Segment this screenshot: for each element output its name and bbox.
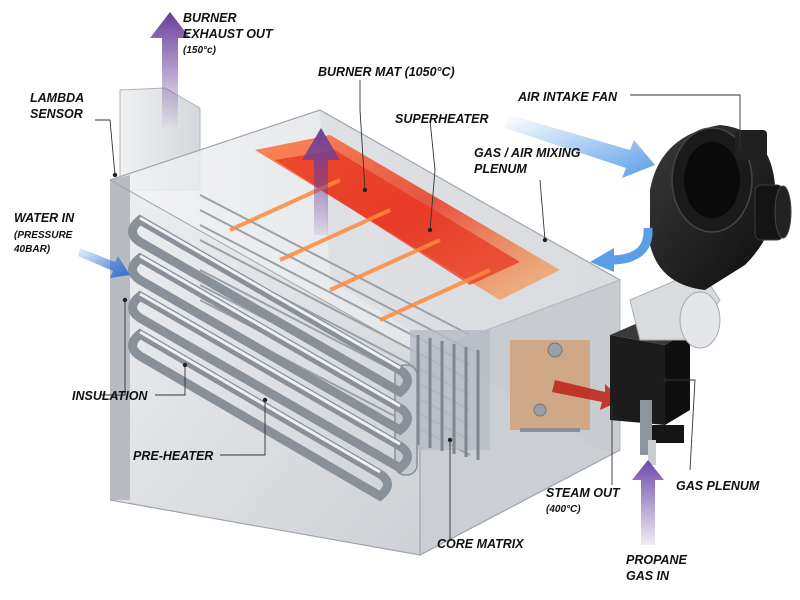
label-gas-plenum: GAS PLENUM <box>676 479 760 493</box>
burner-exhaust-temp: (150°c) <box>183 45 217 56</box>
air-intake-arrow <box>505 115 655 178</box>
burner-exhaust-arrow <box>150 12 190 130</box>
steam-out-arrow <box>552 380 622 410</box>
leader-lines <box>95 80 743 540</box>
water-in-arrow <box>78 248 130 278</box>
lambda-sensor-line1: LAMBDA <box>30 91 84 105</box>
label-lambda-sensor: LAMBDA SENSOR <box>30 91 84 121</box>
propane-line1: PROPANE <box>626 553 688 567</box>
label-water-in: WATER IN (PRESSURE 40BAR) <box>13 211 75 255</box>
label-core-matrix: CORE MATRIX <box>437 537 524 551</box>
propane-arrow <box>632 460 664 545</box>
lambda-sensor-line2: SENSOR <box>30 107 83 121</box>
heat-bars <box>229 178 491 322</box>
gas-air-mixing-line2: PLENUM <box>474 162 527 176</box>
burner-exhaust-line1: BURNER <box>183 11 236 25</box>
label-burner-mat: BURNER MAT (1050°C) <box>318 65 455 79</box>
steam-out-temp: (400°C) <box>546 504 581 515</box>
water-in-line1: WATER IN <box>14 211 75 225</box>
end-plate-fittings <box>510 340 590 432</box>
water-in-line2: (PRESSURE <box>14 230 73 241</box>
air-return-arrow <box>590 227 653 272</box>
label-burner-exhaust: BURNER EXHAUST OUT (150°c) <box>183 11 274 56</box>
air-intake-fan <box>650 125 792 290</box>
gas-air-mixing-line1: GAS / AIR MIXING <box>474 146 581 160</box>
label-propane: PROPANE GAS IN <box>626 553 688 583</box>
steam-out-line1: STEAM OUT <box>546 486 621 500</box>
label-insulation: INSULATION <box>72 389 148 403</box>
label-steam-out: STEAM OUT (400°C) <box>546 486 621 515</box>
label-air-intake-fan: AIR INTAKE FAN <box>517 90 618 104</box>
label-pre-heater: PRE-HEATER <box>133 449 213 463</box>
propane-line2: GAS IN <box>626 569 670 583</box>
pre-heater-coils <box>128 214 412 502</box>
water-in-line3: 40BAR) <box>13 244 51 255</box>
label-gas-air-mixing: GAS / AIR MIXING PLENUM <box>474 146 581 176</box>
label-superheater: SUPERHEATER <box>395 112 489 126</box>
gas-plenum <box>610 322 690 465</box>
internal-exhaust-arrow <box>302 128 340 235</box>
burner-exhaust-line2: EXHAUST OUT <box>183 27 274 41</box>
